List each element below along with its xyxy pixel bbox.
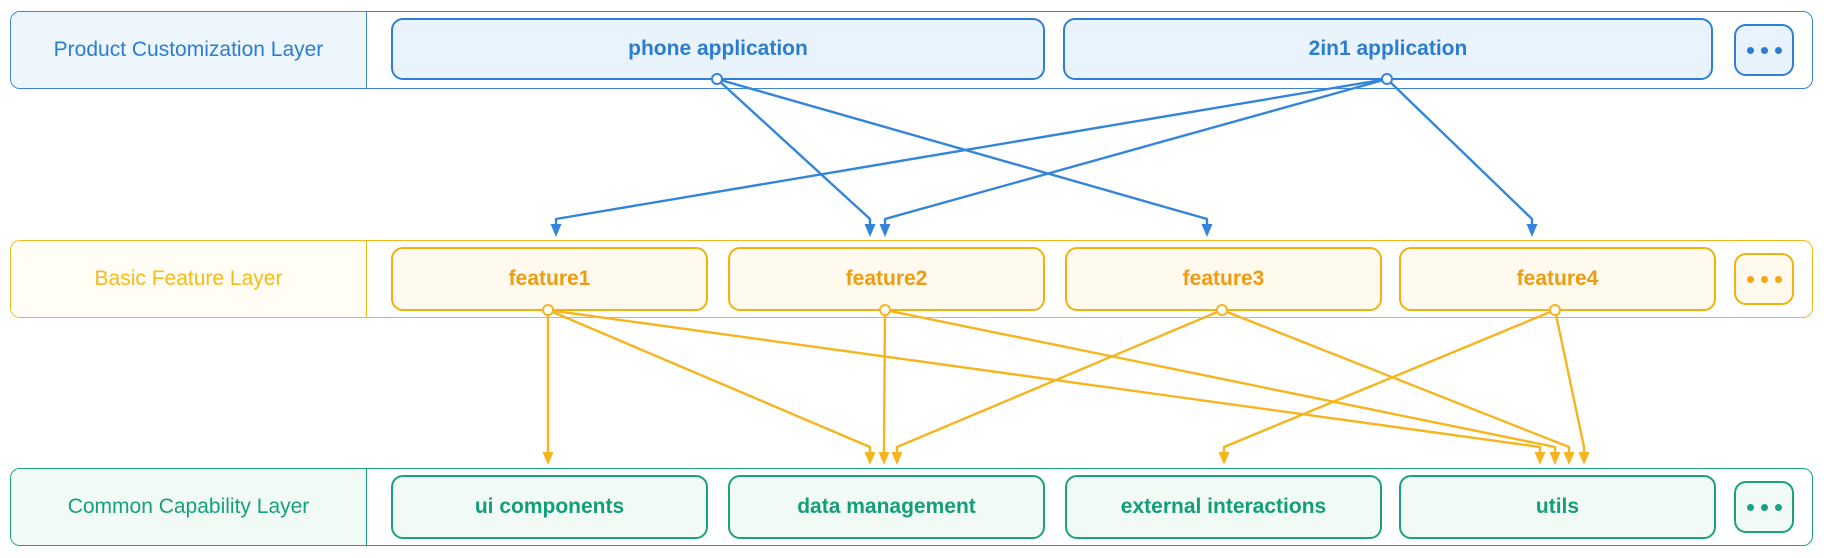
edge-phone-application-to-feature2 — [716, 78, 872, 225]
utils-label: utils — [1535, 495, 1580, 518]
arrowhead-feature2-to-data-management — [878, 452, 890, 465]
ellipsis-icon — [1760, 46, 1768, 54]
edge-feature1-to-utils — [547, 308, 1542, 453]
arrowhead-phone-application-to-feature2 — [864, 224, 876, 237]
arrowhead-2in1-application-to-feature4 — [1526, 224, 1538, 237]
edge-feature2-to-data-management — [882, 309, 887, 453]
arrowhead-2in1-application-to-feature1 — [550, 224, 562, 237]
more-capabilities-button[interactable] — [1734, 481, 1794, 533]
common-capability-layer-label: Common Capability Layer — [11, 469, 367, 545]
arrowhead-feature1-to-ui-components — [542, 452, 554, 465]
node-2in1-application[interactable]: 2in1 application — [1063, 18, 1713, 80]
node-feature4[interactable]: feature4 — [1399, 247, 1716, 311]
edge-phone-application-to-feature3 — [716, 77, 1209, 225]
ellipsis-icon — [1774, 275, 1782, 283]
more-apps-button[interactable] — [1734, 24, 1794, 76]
ellipsis-icon — [1760, 275, 1768, 283]
basic-feature-layer-label: Basic Feature Layer — [11, 241, 367, 317]
edge-2in1-application-to-feature2 — [883, 77, 1388, 225]
edge-feature3-to-data-management — [895, 308, 1223, 453]
feature1-label: feature1 — [508, 267, 591, 290]
ui-components-label: ui components — [474, 495, 625, 518]
feature2-label: feature2 — [845, 267, 928, 290]
arrowhead-2in1-application-to-feature2 — [879, 224, 891, 237]
ellipsis-icon — [1774, 46, 1782, 54]
ellipsis-icon — [1760, 503, 1768, 511]
edge-feature4-to-utils — [1553, 309, 1586, 453]
arrowhead-feature1-to-utils — [1534, 452, 1546, 465]
node-utils[interactable]: utils — [1399, 475, 1716, 539]
ellipsis-icon — [1746, 275, 1754, 283]
node-ui-components[interactable]: ui components — [391, 475, 708, 539]
feature3-label: feature3 — [1182, 267, 1265, 290]
node-data-management[interactable]: data management — [728, 475, 1045, 539]
node-feature2[interactable]: feature2 — [728, 247, 1045, 311]
external-interactions-label: external interactions — [1120, 495, 1327, 518]
arrowhead-phone-application-to-feature3 — [1201, 224, 1213, 237]
ellipsis-icon — [1774, 503, 1782, 511]
arrowhead-feature3-to-data-management — [891, 452, 903, 465]
feature4-label: feature4 — [1516, 267, 1599, 290]
more-features-button[interactable] — [1734, 253, 1794, 305]
arrowhead-feature2-to-utils — [1549, 452, 1561, 465]
node-feature3[interactable]: feature3 — [1065, 247, 1382, 311]
data-management-label: data management — [797, 495, 976, 518]
2in1-application-label: 2in1 application — [1308, 37, 1468, 60]
basic-feature-layer: Basic Feature Layer feature1 feature2 fe… — [10, 240, 1813, 318]
edge-feature2-to-utils — [884, 308, 1557, 453]
arrowhead-feature3-to-utils — [1563, 452, 1575, 465]
edge-feature3-to-utils — [1221, 308, 1571, 453]
phone-application-label: phone application — [628, 37, 808, 60]
edge-2in1-application-to-feature1 — [554, 77, 1388, 225]
node-feature1[interactable]: feature1 — [391, 247, 708, 311]
node-external-interactions[interactable]: external interactions — [1065, 475, 1382, 539]
product-customization-layer-label: Product Customization Layer — [11, 12, 367, 88]
ellipsis-icon — [1746, 503, 1754, 511]
edge-feature1-to-data-management — [547, 308, 872, 453]
edge-feature4-to-external-interactions — [1222, 308, 1556, 453]
arrowhead-feature4-to-external-interactions — [1218, 452, 1230, 465]
arrowhead-feature1-to-data-management — [864, 452, 876, 465]
arrowhead-feature4-to-utils — [1578, 452, 1590, 465]
product-customization-layer: Product Customization Layer phone applic… — [10, 11, 1813, 89]
common-capability-layer: Common Capability Layer ui components da… — [10, 468, 1813, 546]
ellipsis-icon — [1746, 46, 1754, 54]
node-phone-application[interactable]: phone application — [391, 18, 1045, 80]
edge-2in1-application-to-feature4 — [1386, 78, 1534, 225]
